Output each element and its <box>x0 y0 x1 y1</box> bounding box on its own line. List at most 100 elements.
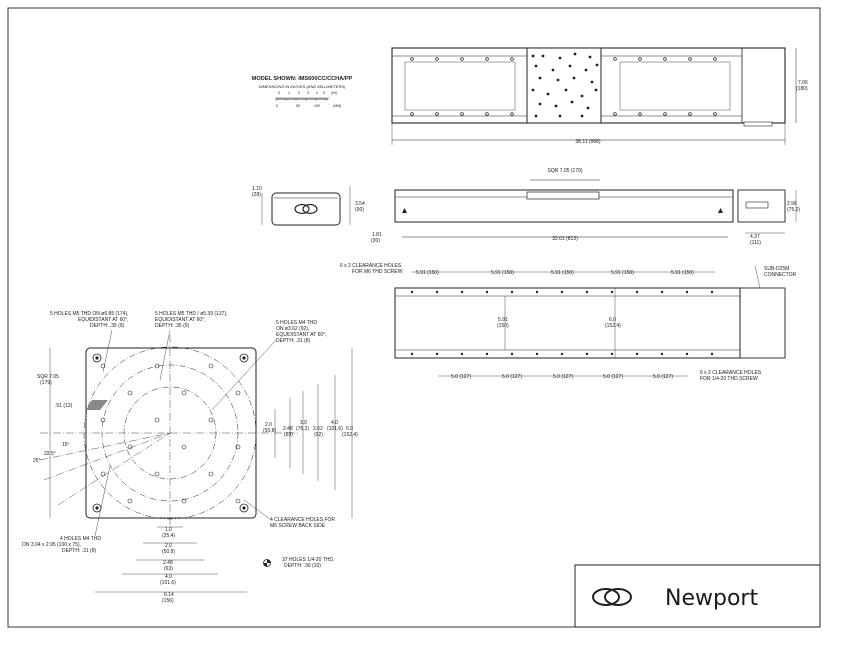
carriage-hole <box>580 94 584 98</box>
scale-in-2: 2 <box>298 91 300 95</box>
note-f-2: DEPTH: .39 (10) <box>284 563 321 569</box>
hdim-4-0-in: 4.0 <box>165 574 172 580</box>
note-a-2: EQUIDISTANT AT 60°, <box>78 317 129 323</box>
carriage-hole <box>570 100 574 104</box>
top-spacing-4: 5.91 (150) <box>611 270 634 276</box>
units-note: DIMENSIONS IN INCHES (AND MILLIMETERS) <box>259 84 346 89</box>
hdim-6-14-in: 6.14 <box>164 592 174 598</box>
carriage-hole <box>541 54 545 58</box>
end-base-mm: (28) <box>252 192 261 198</box>
carriage-hole <box>554 104 558 108</box>
vdim-6-0-in: 6.0 <box>346 426 353 432</box>
rail-hole <box>485 57 489 61</box>
carriage-hole <box>546 92 550 96</box>
tapped-hole <box>208 471 214 477</box>
vdim-3-0-mm: (76.2) <box>296 426 309 432</box>
end-view: 1.10 (28) 3.54 (90) <box>252 186 365 226</box>
bottom-hole <box>535 352 539 356</box>
vdim-2-0-mm: (50.8) <box>263 428 276 434</box>
model-label: MODEL SHOWN: IMS600CC/CCHA/PP <box>252 76 353 82</box>
angle-22-5: 22.5° <box>44 451 56 457</box>
carriage-hole <box>568 64 572 68</box>
bottom-hole <box>660 352 664 356</box>
tapped-hole <box>181 390 187 396</box>
tapped-hole <box>235 390 241 396</box>
rail-hole <box>435 112 439 116</box>
bottom-hole <box>610 290 614 294</box>
carriage-top <box>526 47 602 124</box>
stage-end-profile <box>271 192 341 226</box>
hdim-2-48-mm: (63) <box>164 566 173 572</box>
bottom-hole <box>435 290 439 294</box>
note-c-4: DEPTH: .31 (8) <box>276 338 311 344</box>
scale-in-1: 1 <box>288 91 290 95</box>
vdim-2-0-in: 2.0 <box>265 422 272 428</box>
tapped-hole <box>127 390 133 396</box>
corner-hole <box>239 353 249 363</box>
side-view: SQR 7.05 (179) 32.01 (813) 1.81 (30) 2.9… <box>371 168 800 246</box>
carriage-detail: 5 HOLES M5 THD ON ø6.85 (174), EQUIDISTA… <box>22 311 358 604</box>
corner-hole-center <box>95 506 99 510</box>
scale-in-5: 5 <box>323 91 325 95</box>
offset-51: .51 (13) <box>55 403 73 409</box>
bottom-hole <box>710 352 714 356</box>
connector-label-2: CONNECTOR <box>764 272 797 278</box>
sheet-border <box>7 7 821 628</box>
tapped-hole <box>154 471 160 477</box>
bottom-hole <box>585 290 589 294</box>
holes-bottom-line2: FOR 1/4-20 THD SCREW <box>700 376 758 382</box>
side-right-h-in: 2.96 <box>787 201 797 207</box>
scale-in-0: 0 <box>278 91 280 95</box>
bottom-spacing-4: 5.0 (127) <box>603 374 623 380</box>
bottom-view: 6 x 2 CLEARANCE HOLES FOR M6 THD SCREW 5… <box>340 263 797 382</box>
bottom-hole <box>635 352 639 356</box>
top-length-dim: 38.11 (968) <box>575 139 601 145</box>
bottom-outer-mm: (152.4) <box>605 323 621 329</box>
note-c-3: EQUIDISTANT AT 60°, <box>276 332 327 338</box>
end-base-in: 1.10 <box>252 186 262 192</box>
brand-block: Newport <box>574 564 821 628</box>
carriage-hole <box>556 78 560 82</box>
scale-bar: 0 1 2 3 4 5 (IN) 0 50 100 (MM) <box>275 91 341 108</box>
carriage-hole <box>534 114 538 118</box>
rail-hole <box>713 112 717 116</box>
rail-hole <box>688 112 692 116</box>
rail-hole <box>613 57 617 61</box>
scale-in-4: 4 <box>316 91 318 95</box>
model-title-block: MODEL SHOWN: IMS600CC/CCHA/PP DIMENSIONS… <box>252 76 353 108</box>
tapped-hole <box>100 471 106 477</box>
hdim-1-0-in: 1.0 <box>165 527 172 533</box>
vdim-2-48-mm: (63) <box>284 432 293 438</box>
scale-in-unit: (IN) <box>331 91 337 95</box>
carriage-hole <box>564 88 568 92</box>
bottom-hole <box>710 290 714 294</box>
hdim-2-0-mm: (50.8) <box>162 549 175 555</box>
rail-hole <box>460 112 464 116</box>
bottom-hole <box>535 290 539 294</box>
rail-hole <box>435 57 439 61</box>
rail-hole <box>510 57 514 61</box>
note-e-2: M6 SCREW BACK SIDE <box>270 523 326 529</box>
bottom-spacing-2: 5.0 (127) <box>502 374 522 380</box>
holes-bottom-line1: 6 x 2 CLEARANCE HOLES <box>700 370 762 376</box>
carriage-hole <box>534 64 538 68</box>
holes-top-line1: 6 x 2 CLEARANCE HOLES <box>340 263 402 269</box>
bottom-hole <box>685 352 689 356</box>
rail-hole <box>638 57 642 61</box>
sqr-mm: (179) <box>40 380 52 386</box>
bottom-inner-in: 5.91 <box>498 317 508 323</box>
top-spacing-5: 5.91 (150) <box>671 270 694 276</box>
side-right-h-mm: (75.2) <box>787 207 800 213</box>
vdim-3-62-mm: (92) <box>314 432 323 438</box>
rail-hole <box>510 112 514 116</box>
carriage-hole <box>573 52 577 56</box>
carriage-hole <box>572 76 576 80</box>
top-spacing-2: 5.91 (150) <box>491 270 514 276</box>
rail-hole <box>638 112 642 116</box>
scale-mm-unit: (MM) <box>333 104 341 108</box>
carriage-hole <box>584 68 588 72</box>
vdim-4-0-in: 4.0 <box>331 420 338 426</box>
corner-hole <box>239 503 249 513</box>
carriage-hole <box>580 114 584 118</box>
